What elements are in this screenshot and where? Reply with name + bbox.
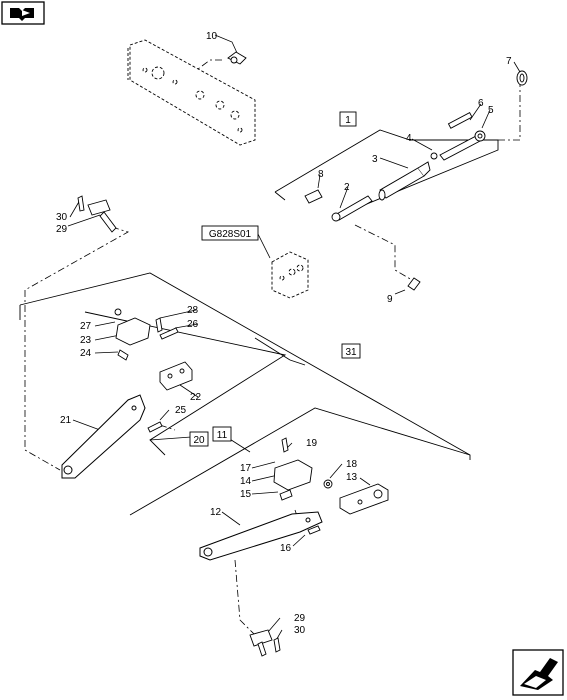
callout-labels: 10 7 6 5 4 3 8 2 9 30 29 28 26 27 23 24 …: [56, 31, 512, 636]
part-4-nut: [430, 152, 438, 160]
callout-8: 8: [318, 169, 324, 180]
part-6-pin: [447, 111, 473, 129]
callout-box-20[interactable]: 20: [189, 431, 209, 447]
callout-5: 5: [488, 105, 494, 116]
callout-box-31[interactable]: 31: [341, 343, 361, 359]
part-13-link-plate: [339, 483, 389, 515]
part-23-bracket: [114, 308, 151, 361]
callout-21: 21: [60, 415, 72, 426]
callout-24: 24: [80, 348, 92, 359]
svg-text:31: 31: [345, 347, 357, 358]
callout-14: 14: [240, 476, 252, 487]
callout-26: 26: [187, 319, 199, 330]
callout-7: 7: [506, 56, 512, 67]
part-5-top-link-pin: [439, 130, 486, 161]
callout-15: 15: [240, 489, 252, 500]
callout-6: 6: [478, 98, 484, 109]
callout-9: 9: [387, 294, 393, 305]
part-22-link-plate: [159, 361, 193, 391]
part-7-ring: [516, 70, 528, 86]
callout-10: 10: [206, 31, 218, 42]
callout-box-1[interactable]: 1: [339, 111, 357, 127]
callout-box-11[interactable]: 11: [212, 426, 232, 442]
callout-27: 27: [80, 321, 92, 332]
reference-bracket-G828S01: [271, 251, 309, 299]
part-29-30-pin-lower: [249, 629, 281, 657]
callout-13: 13: [346, 472, 358, 483]
part-8-plate: [304, 189, 323, 204]
reference-box-G828S01[interactable]: G828S01: [201, 225, 259, 241]
callout-16: 16: [280, 543, 292, 554]
callout-29-lower: 29: [294, 613, 306, 624]
svg-text:20: 20: [193, 435, 205, 446]
part-21-lower-link: [61, 394, 146, 479]
part-2-pin: [331, 195, 373, 222]
svg-text:1: 1: [345, 115, 351, 126]
leader-dashes: [24, 59, 521, 636]
callout-29-upper: 29: [56, 224, 68, 235]
part-10-pin-clip: [227, 51, 247, 65]
callout-23: 23: [80, 335, 92, 346]
part-16-pin: [307, 525, 321, 535]
callout-19: 19: [306, 438, 318, 449]
part-12-lower-link: [199, 511, 323, 561]
part-14-bracket: [273, 459, 313, 501]
callout-30-upper: 30: [56, 212, 68, 223]
callout-17: 17: [240, 463, 252, 474]
callout-3: 3: [372, 154, 378, 165]
callout-28: 28: [187, 305, 199, 316]
callout-22: 22: [190, 392, 202, 403]
assembly-outlines: [19, 129, 499, 516]
part-25-pin: [147, 421, 163, 433]
callout-18: 18: [346, 459, 358, 470]
leader-lines: [67, 34, 521, 643]
next-page-arrow-icon[interactable]: [512, 649, 564, 696]
part-18-washer: [323, 479, 333, 489]
part-19-pin: [281, 437, 289, 453]
svg-text:11: 11: [217, 430, 228, 441]
part-29-30-pin-upper: [77, 195, 117, 233]
part-26-28-pin: [155, 317, 179, 340]
svg-text:G828S01: G828S01: [209, 229, 252, 240]
callout-4: 4: [406, 133, 412, 144]
callout-25: 25: [175, 405, 187, 416]
part-9-clip: [407, 277, 421, 291]
callout-2: 2: [344, 182, 350, 193]
callout-12: 12: [210, 507, 222, 518]
reference-plate: [127, 39, 256, 146]
book-arrow-icon[interactable]: [1, 1, 45, 25]
part-3-turnbuckle: [378, 161, 431, 201]
callout-30-lower: 30: [294, 625, 306, 636]
